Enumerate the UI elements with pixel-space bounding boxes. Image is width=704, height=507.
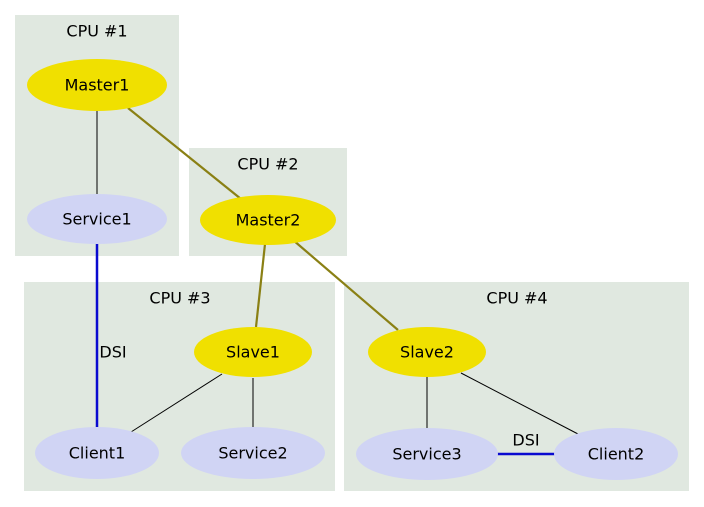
node-master2-shape	[200, 195, 336, 245]
cluster-cpu3-label: CPU #3	[149, 289, 210, 308]
node-client1-label: Client1	[69, 444, 126, 463]
node-master1-label: Master1	[65, 76, 130, 95]
node-master2-label: Master2	[236, 211, 301, 230]
node-service1-label: Service1	[62, 210, 131, 229]
node-service2-label: Service2	[218, 444, 287, 463]
node-client1-shape	[35, 427, 159, 479]
node-client2-shape	[554, 428, 678, 480]
cluster-cpu2-label: CPU #2	[237, 155, 298, 174]
cluster-cpu1-label: CPU #1	[66, 22, 127, 41]
cluster-cpu4-label: CPU #4	[486, 289, 547, 308]
node-service1-shape	[27, 194, 167, 244]
node-master1-shape	[27, 59, 167, 111]
edge-master2-slave2	[292, 239, 399, 331]
node-slave2-shape	[368, 327, 486, 377]
node-slave1-label: Slave1	[226, 343, 280, 362]
node-service1[interactable]: Service1	[27, 194, 167, 244]
node-slave1-shape	[194, 327, 312, 377]
node-client2-label: Client2	[588, 445, 645, 464]
node-slave1[interactable]: Slave1	[194, 327, 312, 377]
edge-label-dsi-service3-client2: DSI	[512, 431, 539, 450]
node-client1[interactable]: Client1	[35, 427, 159, 479]
node-slave2-label: Slave2	[400, 343, 454, 362]
node-slave2[interactable]: Slave2	[368, 327, 486, 377]
node-service2[interactable]: Service2	[181, 427, 325, 479]
node-master1[interactable]: Master1	[27, 59, 167, 111]
edge-slave1-client1	[130, 373, 223, 433]
node-service3[interactable]: Service3	[356, 428, 498, 480]
node-service2-shape	[181, 427, 325, 479]
edge-slave2-client2	[460, 372, 579, 435]
node-service3-label: Service3	[392, 445, 461, 464]
edge-label-dsi-service1-client1: DSI	[99, 343, 126, 362]
edge-master1-master2	[127, 107, 242, 200]
node-service3-shape	[356, 428, 498, 480]
edge-master2-slave1	[254, 243, 267, 328]
node-master2[interactable]: Master2	[200, 195, 336, 245]
node-client2[interactable]: Client2	[554, 428, 678, 480]
